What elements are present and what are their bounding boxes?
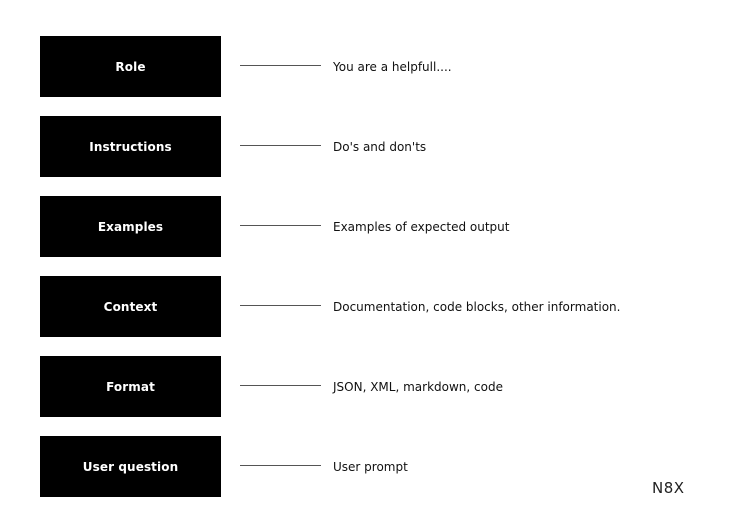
role-box: Role	[40, 36, 221, 97]
context-description: Documentation, code blocks, other inform…	[333, 299, 621, 314]
instructions-box: Instructions	[40, 116, 221, 177]
role-connector-line	[240, 65, 321, 66]
user-question-description: User prompt	[333, 459, 408, 474]
instructions-description: Do's and don'ts	[333, 139, 427, 154]
row-context: Context Documentation, code blocks, othe…	[0, 276, 732, 337]
user-question-box: User question	[40, 436, 221, 497]
role-description: You are a helpfull....	[333, 59, 452, 74]
format-connector-line	[240, 385, 321, 386]
user-question-connector-line	[240, 465, 321, 466]
context-connector-line	[240, 305, 321, 306]
examples-connector-line	[240, 225, 321, 226]
format-description: JSON, XML, markdown, code	[333, 379, 503, 394]
brand-logo: N8X	[652, 479, 685, 497]
row-format: Format JSON, XML, markdown, code	[0, 356, 732, 417]
instructions-connector-line	[240, 145, 321, 146]
row-role: Role You are a helpfull....	[0, 36, 732, 97]
row-user-question: User question User prompt	[0, 436, 732, 497]
examples-description: Examples of expected output	[333, 219, 510, 234]
format-box: Format	[40, 356, 221, 417]
examples-box: Examples	[40, 196, 221, 257]
context-box: Context	[40, 276, 221, 337]
row-instructions: Instructions Do's and don'ts	[0, 116, 732, 177]
row-examples: Examples Examples of expected output	[0, 196, 732, 257]
